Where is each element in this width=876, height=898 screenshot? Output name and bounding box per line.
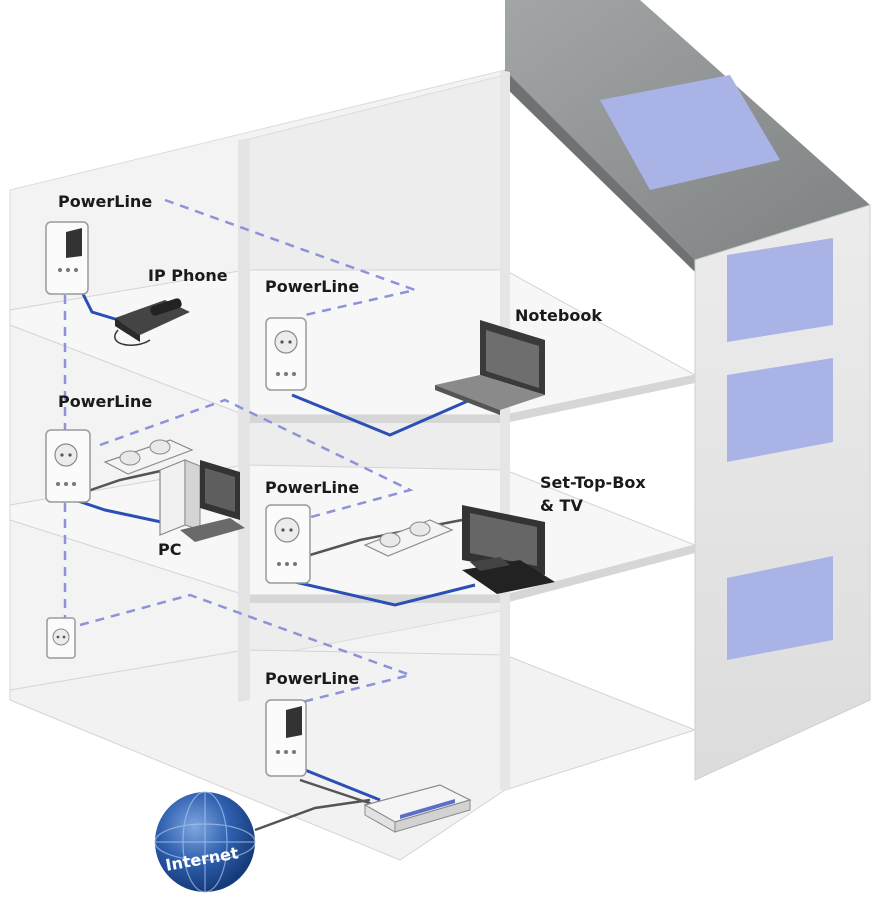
slab-edge-middle — [245, 545, 695, 603]
skylight-window — [600, 75, 780, 190]
blue-cables — [74, 287, 476, 802]
house — [9, 0, 871, 861]
ground-floor — [9, 649, 697, 861]
pc-device — [159, 459, 245, 542]
cable-notebook — [291, 393, 471, 437]
notebook-device — [435, 320, 545, 415]
label-powerline-top-left: PowerLine — [58, 192, 152, 211]
slab-edge-upper — [245, 375, 695, 423]
label-powerline-mid-center: PowerLine — [265, 478, 359, 497]
dashed-line-top — [164, 198, 420, 317]
cable-tv — [294, 580, 476, 607]
cable-router — [299, 766, 381, 802]
set-top-box-tv-device — [462, 505, 555, 594]
powerline-adapter-bottom — [265, 699, 307, 777]
power-strip-pc — [103, 439, 194, 475]
cable-grey-pc — [84, 468, 166, 494]
dashed-powerlines — [63, 198, 420, 707]
label-notebook: Notebook — [515, 306, 602, 325]
cable-pc — [74, 498, 176, 527]
label-powerline-bottom: PowerLine — [265, 669, 359, 688]
label-set-top-box-line1: Set-Top-Box — [540, 473, 646, 492]
wall-socket — [46, 617, 76, 659]
ip-phone-device — [114, 298, 190, 346]
powerline-adapter-mid-center — [265, 504, 311, 584]
roof-edge — [500, 70, 695, 272]
powerline-adapter-top-mid — [265, 317, 307, 391]
side-window-2 — [727, 358, 833, 462]
dashed-line-bottom — [79, 593, 415, 707]
cable-phone — [78, 287, 126, 324]
corner-column — [500, 70, 510, 790]
label-ip-phone: IP Phone — [148, 266, 228, 285]
label-powerline-top-mid: PowerLine — [265, 277, 359, 296]
label-set-top-box-line2: & TV — [540, 496, 583, 515]
interior-wall — [238, 138, 250, 702]
cable-internet — [254, 798, 371, 832]
router-device — [363, 784, 472, 833]
powerline-adapter-mid-left — [45, 429, 91, 503]
label-pc: PC — [158, 540, 181, 559]
side-window-1 — [727, 238, 833, 342]
power-strip-tv — [363, 519, 454, 557]
side-window-3 — [727, 556, 833, 660]
dashed-line-middle — [99, 398, 414, 522]
powerline-adapter-top-left — [45, 221, 89, 295]
internet-globe — [154, 791, 256, 893]
label-powerline-mid-left: PowerLine — [58, 392, 152, 411]
